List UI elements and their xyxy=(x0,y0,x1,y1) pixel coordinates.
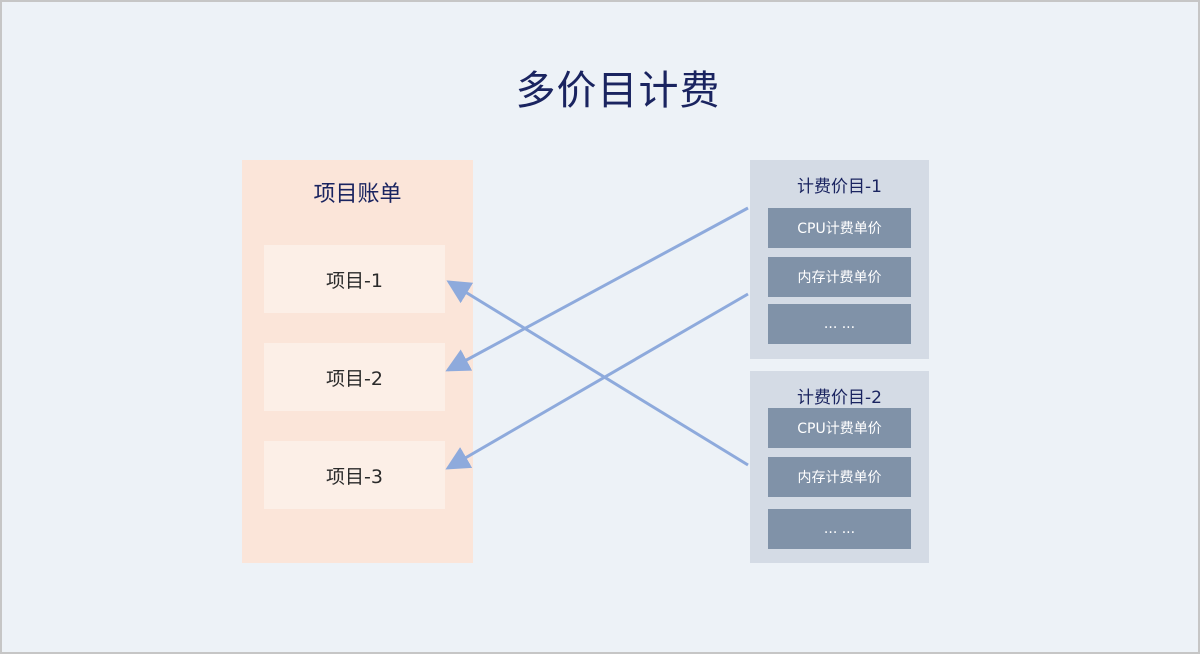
arrow-price-list-1-to-project-3 xyxy=(445,292,749,470)
project-bill-panel: 项目账单 项目-1 项目-2 项目-3 xyxy=(242,160,473,563)
price-list-1-memory-item: 内存计费单价 xyxy=(768,257,911,297)
diagram-title: 多价目计费 xyxy=(515,68,721,114)
project-box-1: 项目-1 xyxy=(264,245,445,313)
price-list-2-panel: 计费价目-2 CPU计费单价 内存计费单价 ... ... xyxy=(750,371,929,563)
price-list-2-memory-item: 内存计费单价 xyxy=(768,457,911,497)
project-box-3: 项目-3 xyxy=(264,441,445,509)
price-list-1-more-item: ... ... xyxy=(768,304,911,344)
project-box-2: 项目-2 xyxy=(264,343,445,411)
price-list-1-panel: 计费价目-1 CPU计费单价 内存计费单价 ... ... xyxy=(750,160,929,359)
price-list-1-cpu-item: CPU计费单价 xyxy=(768,208,911,248)
price-list-2-title: 计费价目-2 xyxy=(797,388,882,408)
price-list-2-cpu-item: CPU计费单价 xyxy=(768,408,911,448)
price-list-1-title: 计费价目-1 xyxy=(797,177,882,197)
arrow-price-list-2-to-project-1 xyxy=(446,280,749,467)
price-list-2-more-item: ... ... xyxy=(768,509,911,549)
project-bill-title: 项目账单 xyxy=(313,182,402,207)
arrow-price-list-1-to-project-2 xyxy=(445,206,749,372)
